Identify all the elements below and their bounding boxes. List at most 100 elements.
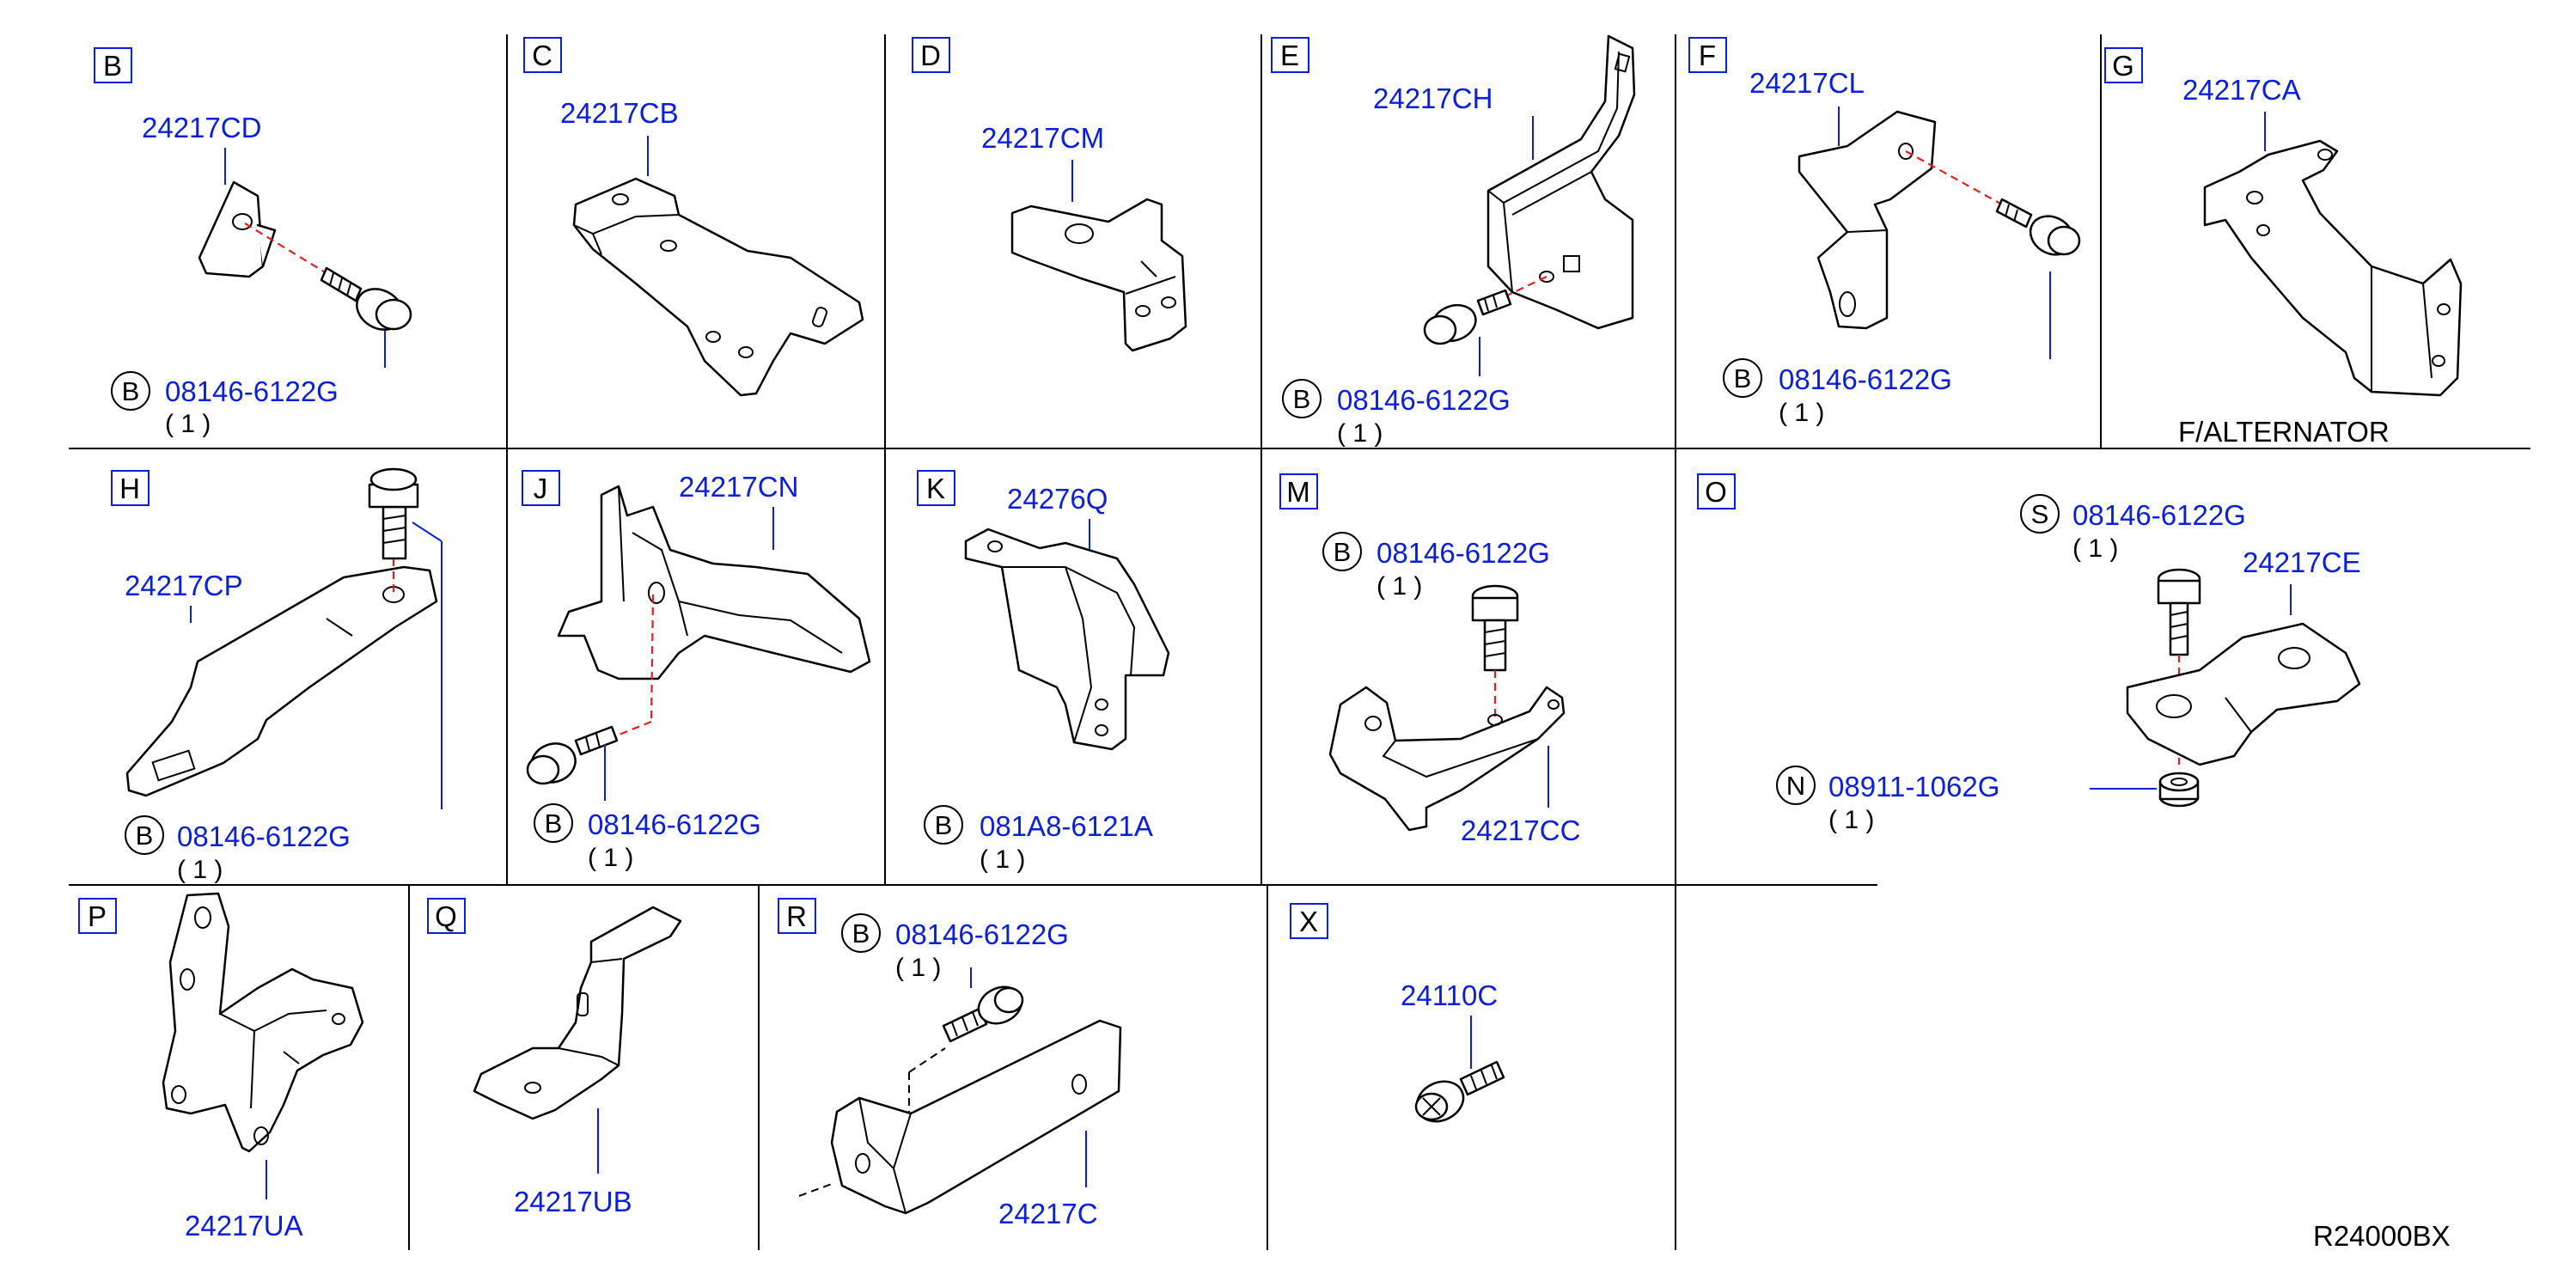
panel-letter: Q [435,900,457,932]
panel-h: H 24217CP B 08146-6122G ( 1 ) [111,467,443,884]
bolt-part-number[interactable]: 08146-6122G [1337,384,1511,416]
part-number-24217cd[interactable]: 24217CD [142,112,261,143]
bolt-quantity: ( 1 ) [588,844,633,872]
bolt-part-number[interactable]: 08146-6122G [177,821,351,852]
nut-quantity: ( 1 ) [1828,806,1874,834]
panel-f: F 24217CL B 08146-6122G ( 1 ) [1688,37,2081,427]
bolt-quantity: ( 1 ) [1377,572,1422,601]
hex-bolt-icon [1414,1060,1505,1123]
panel-letter: E [1280,40,1299,71]
part-number-24217ua[interactable]: 24217UA [185,1210,303,1241]
bolt-quantity: ( 1 ) [980,845,1025,874]
panel-letter-box [778,898,816,934]
part-number-24217cb[interactable]: 24217CB [560,97,679,129]
panel-letter-box [1688,37,1727,73]
panel-letter: F [1699,40,1716,71]
panel-letter: P [88,900,107,932]
bolt-symbol: B [1293,384,1311,414]
bracket-24217cm-drawing [1010,198,1187,352]
hex-bolt-icon [942,985,1024,1043]
bolt-part-number[interactable]: 08146-6122G [1377,537,1550,569]
panel-p: P 24217UA [78,892,364,1241]
panel-letter-box [111,470,150,506]
bolt-symbol: B [122,376,140,406]
bolt-part-number[interactable]: 08146-6122G [588,808,761,840]
panel-x: X 24110C [1290,903,1505,1123]
bolt-quantity: ( 1 ) [165,410,211,438]
panel-r: R B 08146-6122G ( 1 ) 24217C [778,898,1122,1229]
bolt-part-number[interactable]: 08146-6122G [165,375,339,407]
part-number-24217c[interactable]: 24217C [998,1198,1098,1229]
symbol-circle [1322,532,1362,571]
panel-letter-box [2104,47,2143,83]
bolt-part-number[interactable]: 08146-6122G [1779,363,1952,395]
panel-letter: R [786,900,807,932]
nut-symbol: N [1786,771,1805,801]
bolt-symbol: B [545,808,563,839]
part-number-24217cl[interactable]: 24217CL [1749,67,1865,99]
bracket-24276q-drawing [964,528,1170,751]
panel-c: C 24217CB [523,37,864,397]
bolt-part-number[interactable]: 081A8-6121A [980,810,1153,842]
grid-lines [69,34,2530,1250]
bracket-24217cn-drawing [557,485,871,680]
bolt-part-number[interactable]: 08146-6122G [2072,499,2246,531]
bolt-symbol: B [852,918,870,949]
panel-q: Q 24217UB [427,898,682,1217]
panel-o: O S 08146-6122G ( 1 ) 24217CE N 08911-10… [1697,473,2361,834]
hex-bolt-icon [2157,568,2201,656]
part-number-24276q[interactable]: 24276Q [1007,483,1108,515]
bracket-24217ce-drawing [2126,622,2361,766]
bracket-24217cb-drawing [572,177,864,397]
part-number-24217cm[interactable]: 24217CM [981,122,1104,154]
panel-letter: J [534,473,548,504]
hex-nut-icon [2158,772,2200,808]
panel-e: E 24217CH B 08146-6122G ( 1 ) [1271,34,1636,448]
bolt-quantity: ( 1 ) [895,954,941,982]
bracket-24217ca-drawing [2203,139,2463,397]
hex-bolt-icon [1995,198,2081,256]
part-number-24217ch[interactable]: 24217CH [1373,82,1492,114]
symbol-circle [841,913,881,953]
part-number-24110c[interactable]: 24110C [1401,979,1498,1011]
panel-letter-box [1290,903,1328,939]
bolt-symbol: B [1334,537,1352,567]
bracket-24217ch-drawing [1486,34,1636,330]
panel-letter-box [522,470,560,506]
leader-line [412,522,443,542]
symbol-circle [2020,494,2060,534]
panel-letter-box [523,37,562,73]
part-number-24217cp[interactable]: 24217CP [125,570,243,601]
bolt-axis-line [650,594,655,723]
panel-letter: M [1286,476,1310,508]
hex-bolt-icon [526,725,619,785]
bolt-axis-line [244,223,327,274]
bolt-quantity: ( 1 ) [1337,419,1383,448]
bolt-quantity: ( 1 ) [1779,399,1824,427]
nut-part-number[interactable]: 08911-1062G [1828,771,1999,802]
hex-bolt-icon [368,467,419,560]
symbol-circle [1776,766,1816,805]
bolt-symbol: B [935,810,953,840]
diagram-code: R24000BX [2313,1220,2451,1252]
part-number-24217ub[interactable]: 24217UB [514,1186,632,1217]
panel-letter-box [917,470,955,506]
symbol-circle [111,371,150,411]
bracket-24217cd-drawing [198,180,265,278]
part-number-24217cc[interactable]: 24217CC [1461,814,1580,846]
panel-letter: K [926,473,945,504]
panel-m: M B 08146-6122G ( 1 ) 24217CC [1279,473,1580,846]
bracket-24217ua-drawing [162,892,364,1153]
bolt-part-number[interactable]: 08146-6122G [895,918,1069,950]
symbol-circle [1282,379,1322,418]
symbol-circle [924,805,963,845]
bolt-symbol: S [2031,499,2049,529]
part-number-24217ce[interactable]: 24217CE [2243,546,2361,578]
part-number-24217cn[interactable]: 24217CN [679,471,798,503]
part-number-24217ca[interactable]: 24217CA [2182,74,2301,106]
bracket-24217cl-drawing [1798,110,1937,330]
bracket-24217cp-drawing [125,565,438,797]
location-caption: F/ALTERNATOR [2178,416,2390,448]
bolt-symbol: B [1734,363,1752,393]
